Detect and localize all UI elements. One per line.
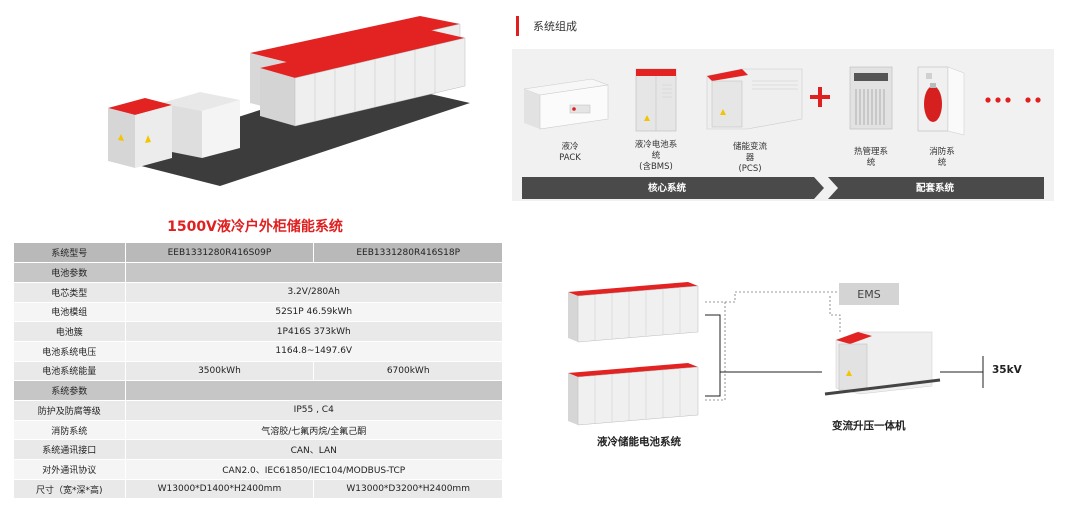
spec-label: 消防系统	[14, 420, 125, 441]
core-system-label: 核心系统	[647, 183, 686, 194]
spec-label: 尺寸（宽*深*高)	[14, 479, 125, 500]
page-title: 1500V液冷户外柜储能系统	[167, 219, 343, 235]
product-image	[108, 16, 470, 186]
spec-label: 系统通讯接口	[14, 439, 125, 461]
spec-value: IP55 , C4	[124, 400, 502, 421]
spec-value-1: W13000*D1400*H2400mm	[124, 479, 314, 500]
spec-label: 对外通讯协议	[14, 459, 125, 480]
support-system-label: 配套系统	[915, 183, 954, 194]
battery-row-top	[568, 282, 699, 343]
spec-value-2: 6700kWh	[313, 361, 502, 382]
spec-label: 电芯类型	[14, 282, 125, 303]
spec-value: CAN2.0、IEC61850/IEC104/MODBUS-TCP	[124, 459, 502, 480]
spec-label: 电池模组	[14, 302, 125, 323]
pack-image	[523, 78, 609, 130]
spec-section-row: 电池参数	[14, 262, 502, 283]
pcs-caption: 变流升压一体机	[832, 420, 906, 432]
spec-section-fill	[124, 380, 502, 401]
pcs-skid-image	[824, 331, 941, 396]
battery-system-caption: 液冷储能电池系统	[597, 436, 681, 448]
spec-section-fill	[124, 262, 502, 283]
item-label-thermal: 热管理系统	[853, 147, 888, 168]
spec-section-row: 系统参数	[14, 380, 502, 401]
item-label-fire: 消防系统	[929, 147, 955, 168]
grid-voltage-label: 35kV	[992, 364, 1022, 376]
ems-box: EMS	[839, 283, 899, 305]
spec-model-2: EEB1331280R416S18P	[313, 243, 502, 264]
spec-row: 消防系统气溶胶/七氟丙烷/全氟己酮	[14, 420, 502, 441]
composition-title: 系统组成	[533, 20, 577, 33]
fire-system-image	[917, 66, 965, 136]
spec-value: 气溶胶/七氟丙烷/全氟己酮	[124, 420, 502, 441]
battery-cabinet-image	[635, 68, 677, 132]
spec-label: 电池系统电压	[14, 341, 125, 362]
pcs-image	[706, 68, 803, 130]
spec-value: CAN、LAN	[124, 439, 502, 461]
plus-icon	[810, 87, 830, 107]
spec-value: 52S1P 46.59kWh	[124, 302, 502, 323]
item-label-battery: 液冷电池系统(含BMS)	[634, 140, 678, 172]
spec-model-1: EEB1331280R416S09P	[124, 243, 314, 264]
spec-section-label: 电池参数	[14, 262, 125, 283]
spec-value: 3.2V/280Ah	[124, 282, 502, 303]
item-label-pcs: 储能变流器(PCS)	[732, 142, 767, 174]
spec-value-2: W13000*D3200*H2400mm	[313, 479, 502, 500]
spec-label: 电池簇	[14, 321, 125, 342]
thermal-system-image	[849, 66, 893, 130]
topology-diagram	[568, 282, 984, 426]
spec-label: 防护及防腐等级	[14, 400, 125, 421]
composition-heading: 系统组成	[516, 15, 577, 37]
composition-graphics	[522, 66, 1044, 199]
battery-row-bottom	[568, 363, 699, 426]
more-dots-icon	[985, 97, 1041, 103]
spec-value-1: 3500kWh	[124, 361, 314, 382]
spec-value: 1164.8~1497.6V	[124, 341, 502, 362]
accent-bar	[516, 16, 519, 36]
spec-label: 电池系统能量	[14, 361, 125, 382]
spec-label: 系统型号	[14, 243, 125, 264]
spec-section-label: 系统参数	[14, 380, 125, 401]
spec-value: 1P416S 373kWh	[124, 321, 502, 342]
